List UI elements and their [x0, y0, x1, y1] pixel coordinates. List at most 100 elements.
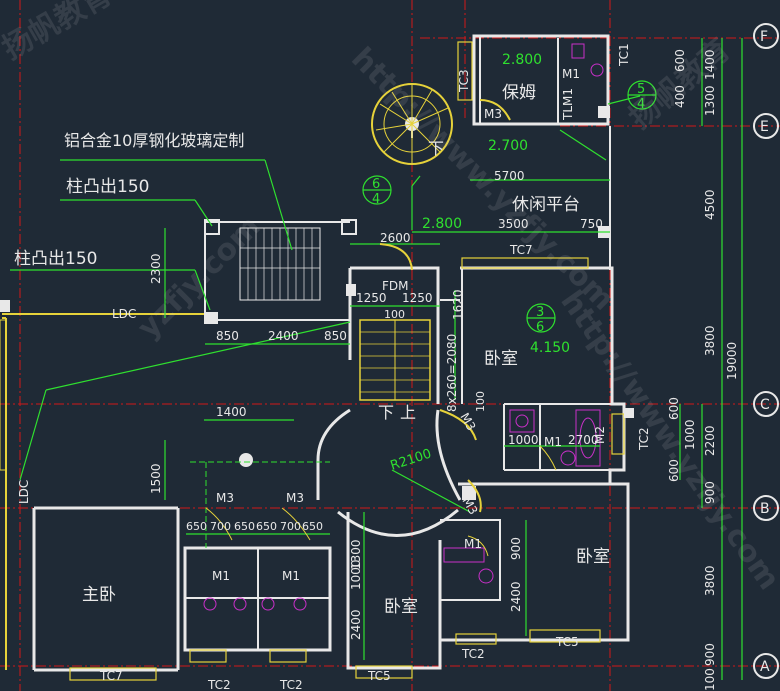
section-2-top: 5 — [637, 82, 645, 97]
elev-nanny: 2.800 — [502, 52, 542, 68]
elev-landing: 2.800 — [422, 216, 462, 232]
room-bedroom-ne: 卧室 — [484, 349, 518, 369]
dim-850a: 850 — [216, 329, 239, 343]
dim-r4500: 4500 — [703, 189, 717, 220]
dim-1000: 1000 — [508, 433, 539, 447]
column-note-2: 柱凸出150 — [14, 249, 97, 269]
axis-b: B — [760, 501, 770, 517]
dim-r900b: 900 — [703, 643, 717, 666]
dim-r1000: 1000 — [683, 419, 697, 450]
room-master: 主卧 — [82, 585, 116, 605]
tag-tc2a: TC2 — [637, 427, 651, 451]
tag-m1b: M1 — [544, 435, 562, 449]
tag-tc7b: TC7 — [99, 669, 123, 683]
dim-r100: 100 — [703, 668, 717, 691]
windows — [0, 41, 625, 681]
stair-down-1: 下 — [428, 139, 444, 158]
section-1-bottom: 4 — [372, 192, 380, 207]
dimension-lines — [10, 38, 743, 680]
tag-tc5b: TC5 — [555, 635, 579, 649]
dim-1000b: 1000 — [349, 559, 363, 590]
dim-r600b: 600 — [667, 397, 681, 420]
stair-down-2: 下 — [378, 403, 394, 422]
dim-100: 100 — [384, 308, 405, 321]
tag-m3a: M3 — [484, 107, 502, 121]
axis-f: F — [760, 29, 768, 45]
dim-650b: 650 — [234, 520, 255, 533]
dim-1620: 1620 — [451, 289, 465, 320]
dim-2400b: 2400 — [349, 609, 363, 640]
glass-note: 铝合金10厚钢化玻璃定制 — [64, 131, 244, 150]
room-nanny: 保姆 — [502, 83, 536, 103]
dim-5700: 5700 — [494, 169, 525, 183]
elev-leisure: 2.700 — [488, 138, 528, 154]
dim-700a: 700 — [210, 520, 231, 533]
room-leisure: 休闲平台 — [512, 195, 580, 215]
dim-650d: 650 — [302, 520, 323, 533]
tag-m1c: M1 — [464, 537, 482, 551]
tag-m1d: M1 — [212, 569, 230, 583]
section-markers — [362, 80, 657, 333]
tag-tc7a: TC7 — [509, 243, 533, 257]
labels: 铝合金10厚钢化玻璃定制 柱凸出150 柱凸出150 保姆 休闲平台 卧室 卧室… — [14, 29, 770, 691]
tag-tc5a: TC5 — [367, 669, 391, 683]
dim-r3800b: 3800 — [703, 565, 717, 596]
section-3-top: 3 — [536, 305, 544, 320]
tag-m1e: M1 — [282, 569, 300, 583]
dim-r600: 600 — [673, 49, 687, 72]
spiral-stair — [371, 83, 453, 165]
dim-700b: 700 — [280, 520, 301, 533]
tag-ldc1: LDC — [112, 307, 136, 321]
dim-r1400: 1400 — [703, 49, 717, 80]
axis-markers — [753, 23, 779, 679]
fixtures — [203, 43, 604, 611]
section-3-bottom: 6 — [536, 320, 544, 335]
dim-750: 750 — [580, 217, 603, 231]
tag-tc2d: TC2 — [461, 647, 485, 661]
dim-2700: 2700 — [568, 433, 599, 447]
dim-1400: 1400 — [216, 405, 247, 419]
dim-3500: 3500 — [498, 217, 529, 231]
stair-spec: 8x260=2080 — [445, 334, 459, 412]
stair-up: 上 — [400, 403, 416, 422]
column-note-1: 柱凸出150 — [66, 177, 149, 197]
room-bedroom-s: 卧室 — [384, 597, 418, 617]
doors — [205, 99, 557, 557]
tag-m3c: M3 — [286, 491, 304, 505]
section-2-bottom: 4 — [637, 97, 645, 112]
tag-ldc2: LDC — [17, 480, 31, 504]
tag-m2: M2 — [593, 426, 607, 444]
dim-900: 900 — [509, 537, 523, 560]
dim-1250a: 1250 — [356, 291, 387, 305]
dim-r19000: 19000 — [725, 342, 739, 380]
elev-bedroom: 4.150 — [530, 340, 570, 356]
tag-tc3: TC3 — [457, 69, 471, 93]
columns — [0, 106, 634, 500]
stair-hatch — [239, 227, 431, 401]
dim-1500: 1500 — [149, 463, 163, 494]
tag-tc2c: TC2 — [279, 678, 303, 691]
dim-850b: 850 — [324, 329, 347, 343]
axis-e: E — [760, 119, 769, 135]
dim-r900: 900 — [703, 481, 717, 504]
dim-r1300: 1300 — [703, 85, 717, 116]
tag-m3b: M3 — [216, 491, 234, 505]
tag-fdm: FDM — [382, 279, 409, 293]
dim-r2100: R2100 — [389, 447, 434, 474]
dim-r600c: 600 — [667, 459, 681, 482]
tag-m1a: M1 — [562, 67, 580, 81]
room-bedroom-e: 卧室 — [576, 547, 610, 567]
dim-1300: 1300 — [349, 539, 363, 570]
axis-a: A — [760, 659, 770, 675]
section-1-top: 6 — [372, 177, 380, 192]
tag-tc2b: TC2 — [207, 678, 231, 691]
dim-650a: 650 — [186, 520, 207, 533]
tag-tc1: TC1 — [617, 43, 631, 67]
dim-2400c: 2400 — [509, 581, 523, 612]
dim-100b: 100 — [474, 391, 487, 412]
dim-650c: 650 — [256, 520, 277, 533]
dim-2400: 2400 — [268, 329, 299, 343]
dim-r3800: 3800 — [703, 325, 717, 356]
